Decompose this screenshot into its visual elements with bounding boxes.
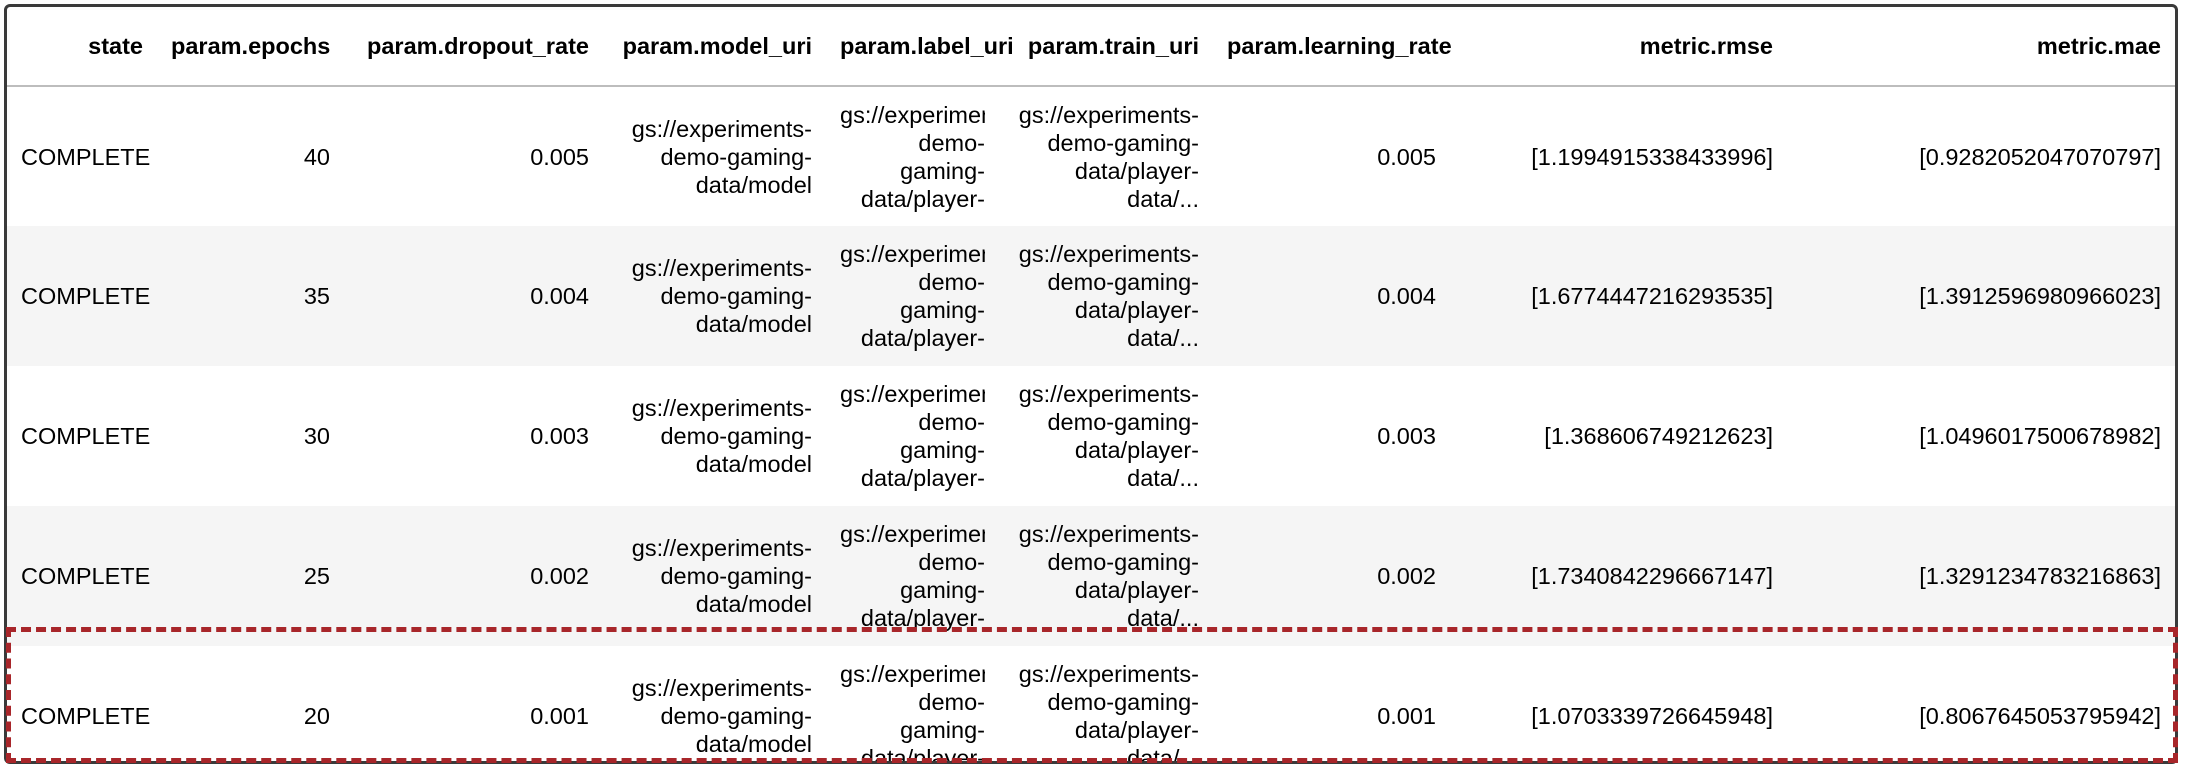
table-row: COMPLETE 35 0.004 gs://experiments-demo-… <box>7 226 2175 366</box>
cell-label-uri: gs://experiments-demo-gaming-data/player… <box>826 226 999 366</box>
table-header: state param.epochs param.dropout_rate pa… <box>7 7 2175 87</box>
cell-rmse: [1.368606749212623] <box>1544 423 1773 449</box>
column-header-model-uri: param.model_uri <box>603 7 826 87</box>
column-header-dropout-rate: param.dropout_rate <box>344 7 603 87</box>
column-header-train-uri: param.train_uri <box>999 7 1213 87</box>
column-header-label-uri: param.label_uri <box>826 7 1014 87</box>
cell-label-uri: gs://experiments-demo-gaming-data/player… <box>826 366 999 506</box>
cell-label-uri: gs://experiments-demo-gaming-data/player… <box>826 86 999 226</box>
column-header-epochs: param.epochs <box>157 7 344 87</box>
cell-rmse: [1.6774447216293535] <box>1531 283 1773 309</box>
experiment-runs-table: state param.epochs param.dropout_rate pa… <box>7 7 2175 764</box>
cell-mae: [1.3912596980966023] <box>1919 283 2161 309</box>
cell-model-uri-text: gs://experiments-demo-gaming-data/model <box>631 115 812 198</box>
column-header-learning-rate: param.learning_rate <box>1213 7 1452 87</box>
cell-dropout-rate: 0.004 <box>530 283 589 309</box>
cell-model-uri: gs://experiments-demo-gaming-data/model <box>603 226 826 366</box>
cell-mae: [0.9282052047070797] <box>1919 143 2161 170</box>
header-row: state param.epochs param.dropout_rate pa… <box>7 7 2175 87</box>
cell-train-uri-text: gs://experiments-demo-gaming-data/player… <box>1018 381 1199 491</box>
table-row: COMPLETE 40 0.005 gs://experiments-demo-… <box>7 86 2175 226</box>
cell-learning-rate: 0.001 <box>1377 703 1436 729</box>
cell-learning-rate: 0.004 <box>1377 283 1436 309</box>
cell-state: COMPLETE <box>21 703 151 729</box>
cell-model-uri-text: gs://experiments-demo-gaming-data/model <box>631 535 812 617</box>
cell-train-uri: gs://experiments-demo-gaming-data/player… <box>999 226 1213 366</box>
cell-model-uri: gs://experiments-demo-gaming-data/model <box>603 366 826 506</box>
cell-label-uri-text: gs://experiments-demo-gaming-data/player… <box>840 521 985 631</box>
cell-learning-rate: 0.003 <box>1377 423 1436 449</box>
table-row-highlighted: COMPLETE 20 0.001 gs://experiments-demo-… <box>7 646 2175 764</box>
cell-rmse: [1.7340842296667147] <box>1531 563 1773 589</box>
cell-model-uri: gs://experiments-demo-gaming-data/model <box>603 646 826 761</box>
cell-epochs: 35 <box>303 283 330 309</box>
column-header-rmse: metric.rmse <box>1450 7 1787 87</box>
cell-learning-rate: 0.005 <box>1377 143 1436 170</box>
cell-train-uri-text: gs://experiments-demo-gaming-data/player… <box>1018 101 1199 212</box>
cell-dropout-rate: 0.003 <box>530 423 589 449</box>
cell-learning-rate: 0.002 <box>1377 563 1436 589</box>
cell-state: COMPLETE <box>21 283 151 309</box>
cell-state: COMPLETE <box>21 143 151 170</box>
table-row: COMPLETE 25 0.002 gs://experiments-demo-… <box>7 506 2175 646</box>
column-header-mae: metric.mae <box>1787 7 2175 87</box>
cell-train-uri-text: gs://experiments-demo-gaming-data/player… <box>1018 661 1199 764</box>
cell-label-uri-text: gs://experiments-demo-gaming-data/player… <box>840 101 985 212</box>
table-body: COMPLETE 40 0.005 gs://experiments-demo-… <box>7 86 2175 764</box>
cell-model-uri-text: gs://experiments-demo-gaming-data/model <box>631 395 812 477</box>
cell-model-uri: gs://experiments-demo-gaming-data/model <box>603 86 826 226</box>
table-row: COMPLETE 30 0.003 gs://experiments-demo-… <box>7 366 2175 506</box>
cell-model-uri-text: gs://experiments-demo-gaming-data/model <box>631 675 812 757</box>
dataframe-output-frame: state param.epochs param.dropout_rate pa… <box>4 4 2178 764</box>
cell-train-uri-text: gs://experiments-demo-gaming-data/player… <box>1018 521 1199 631</box>
cell-epochs: 40 <box>303 143 330 170</box>
cell-state: COMPLETE <box>21 563 151 589</box>
cell-train-uri: gs://experiments-demo-gaming-data/player… <box>999 506 1213 646</box>
cell-train-uri: gs://experiments-demo-gaming-data/player… <box>999 646 1213 764</box>
cell-label-uri-text: gs://experiments-demo-gaming-data/player… <box>840 381 985 491</box>
cell-model-uri-text: gs://experiments-demo-gaming-data/model <box>631 255 812 337</box>
cell-dropout-rate: 0.001 <box>530 703 589 729</box>
cell-epochs: 25 <box>303 563 330 589</box>
column-header-state: state <box>7 7 157 87</box>
cell-model-uri: gs://experiments-demo-gaming-data/model <box>603 506 826 646</box>
cell-mae: [1.0496017500678982] <box>1919 423 2161 449</box>
cell-train-uri-text: gs://experiments-demo-gaming-data/player… <box>1018 241 1199 351</box>
cell-dropout-rate: 0.005 <box>530 143 589 170</box>
cell-mae: [1.3291234783216863] <box>1919 563 2161 589</box>
cell-label-uri: gs://experiments-demo-gaming-data/player… <box>826 646 999 764</box>
cell-label-uri: gs://experiments-demo-gaming-data/player… <box>826 506 999 646</box>
cell-rmse: [1.0703339726645948] <box>1531 703 1773 729</box>
cell-dropout-rate: 0.002 <box>530 563 589 589</box>
cell-label-uri-text: gs://experiments-demo-gaming-data/player… <box>840 661 985 764</box>
cell-epochs: 30 <box>303 423 330 449</box>
cell-rmse: [1.1994915338433996] <box>1531 143 1773 170</box>
cell-train-uri: gs://experiments-demo-gaming-data/player… <box>999 366 1213 506</box>
cell-label-uri-text: gs://experiments-demo-gaming-data/player… <box>840 241 985 351</box>
cell-epochs: 20 <box>303 703 330 729</box>
cell-mae: [0.8067645053795942] <box>1919 703 2161 729</box>
cell-train-uri: gs://experiments-demo-gaming-data/player… <box>999 86 1213 226</box>
cell-state: COMPLETE <box>21 423 151 449</box>
